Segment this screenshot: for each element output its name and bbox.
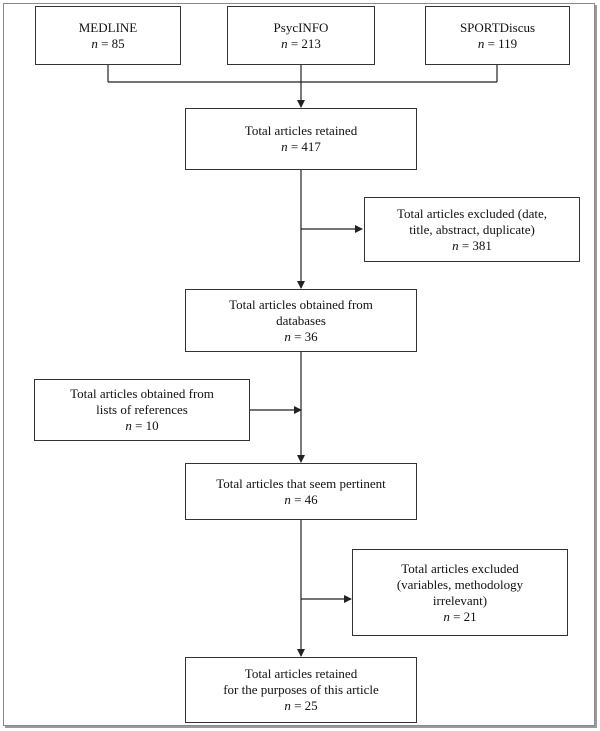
box-retained-count: n = 417 [281,139,321,154]
box-obtained-references-line2: lists of references [96,402,188,417]
box-psycinfo-label: PsycINFO [273,19,329,35]
box-obtained-references: Total articles obtained from lists of re… [34,379,250,441]
box-sportdiscus-label: SPORTDiscus [459,19,536,35]
box-psycinfo-count: n = 213 [281,35,321,51]
box-obtained-databases-line1: Total articles obtained from [229,296,373,312]
box-pertinent-label: Total articles that seem pertinent [216,475,386,491]
box-medline-label: MEDLINE [78,19,138,35]
box-excluded-second-line2: (variables, methodology [396,576,524,592]
box-pertinent: Total articles that seem pertinent n = 4… [185,463,417,520]
box-final-retained-line1: Total articles retained [244,666,358,681]
box-medline-count: n = 85 [91,35,125,51]
box-pertinent-count: n = 46 [284,491,318,507]
box-sportdiscus-count: n = 119 [477,35,518,51]
box-medline: MEDLINE n = 85 [35,6,181,65]
box-obtained-databases-count: n = 36 [284,328,318,344]
box-obtained-databases: Total articles obtained from databases n… [185,289,417,352]
box-excluded-second: Total articles excluded (variables, meth… [352,549,568,636]
box-final-retained-line2: for the purposes of this article [223,682,379,697]
box-excluded-first-line2: title, abstract, duplicate) [409,221,535,237]
box-excluded-first-line1: Total articles excluded (date, [397,205,547,221]
box-retained: Total articles retained n = 417 [185,108,417,170]
box-obtained-references-count: n = 10 [125,418,159,433]
box-final-retained: Total articles retained for the purposes… [185,657,417,723]
box-sportdiscus: SPORTDiscus n = 119 [425,6,570,65]
box-psycinfo: PsycINFO n = 213 [227,6,375,65]
box-excluded-first-count: n = 381 [452,237,492,253]
box-excluded-second-line1: Total articles excluded [401,560,519,576]
box-excluded-second-line3: irrelevant) [432,592,488,608]
box-final-retained-count: n = 25 [284,698,318,713]
box-excluded-first: Total articles excluded (date, title, ab… [364,197,580,262]
box-obtained-databases-line2: databases [276,312,326,328]
box-excluded-second-count: n = 21 [443,608,477,624]
box-obtained-references-line1: Total articles obtained from [70,386,214,401]
box-retained-label: Total articles retained [244,123,358,138]
